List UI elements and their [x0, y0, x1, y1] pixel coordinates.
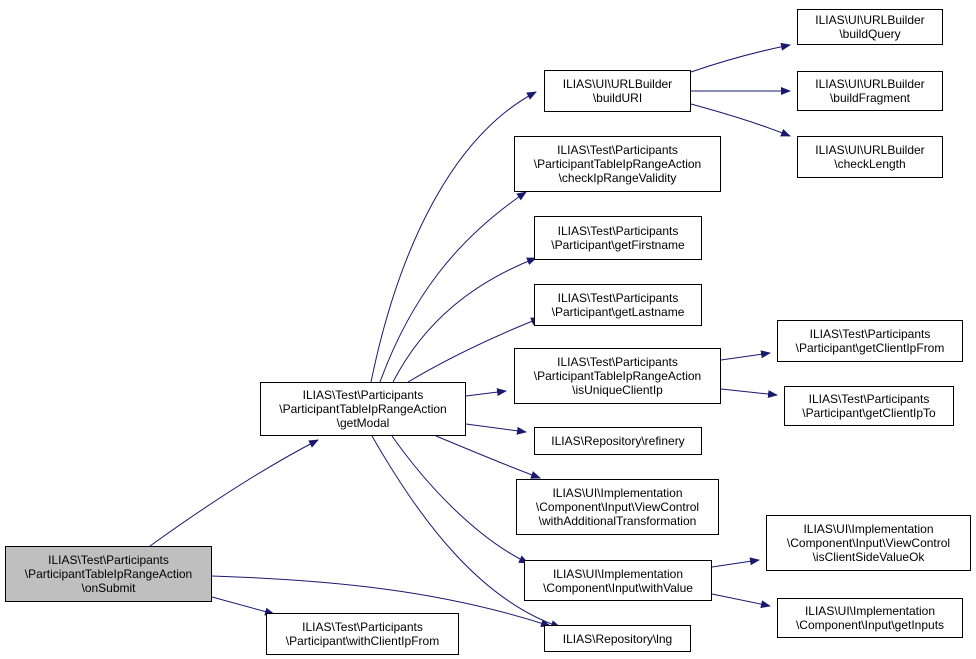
node-label-line: \Participant\getClientIpFrom	[795, 341, 945, 355]
edge-withValue-to-isClientSideValueOk	[711, 557, 760, 568]
node-label-line: ILIAS\Test\Participants	[557, 291, 679, 305]
node-label-line: ILIAS\Repository\refinery	[551, 434, 685, 448]
node-buildURI[interactable]: ILIAS\UI\URLBuilder\buildURI	[544, 70, 691, 112]
node-label-line: \isClientSideValueOk	[812, 550, 925, 564]
edge-getModal-to-checkIpRangeValidity	[379, 191, 527, 383]
node-label-line: ILIAS\Test\Participants	[809, 327, 931, 341]
edge-onSubmit-to-getModal	[149, 439, 319, 547]
node-label-line: \buildQuery	[839, 27, 901, 41]
node-buildFragment[interactable]: ILIAS\UI\URLBuilder\buildFragment	[797, 71, 943, 111]
node-refinery[interactable]: ILIAS\Repository\refinery	[534, 427, 702, 455]
node-label-line: ILIAS\Test\Participants	[557, 143, 678, 157]
edge-buildURI-to-checkLength	[690, 103, 791, 137]
node-label-line: \Component\Input\withValue	[543, 580, 693, 595]
node-label-line: ILIAS\Test\Participants	[808, 392, 930, 406]
node-getClientIpTo[interactable]: ILIAS\Test\Participants\Participant\getC…	[784, 386, 954, 426]
edge-getModal-to-getLastname	[407, 317, 541, 383]
edge-getModal-to-buildURI	[370, 91, 537, 383]
edge-buildURI-to-buildQuery	[690, 42, 791, 73]
node-label-line: ILIAS\Test\Participants	[302, 620, 423, 634]
node-label-line: \buildFragment	[829, 91, 911, 105]
node-label-line: \Participant\getClientIpTo	[802, 406, 936, 420]
node-label-line: \ParticipantTableIpRangeAction	[533, 369, 702, 383]
node-isUniqueClientIp[interactable]: ILIAS\Test\Participants\ParticipantTable…	[514, 348, 721, 404]
node-withClientIpFrom[interactable]: ILIAS\Test\Participants\Participant\with…	[266, 613, 459, 655]
edge-getModal-to-lng	[371, 435, 561, 628]
edge-withValue-to-getInputs	[711, 593, 771, 609]
edge-getModal-to-refinery	[465, 423, 527, 435]
node-label-line: \Component\Input\ViewControl	[786, 536, 951, 550]
node-getClientIpFrom[interactable]: ILIAS\Test\Participants\Participant\getC…	[777, 320, 963, 362]
node-label-line: \ParticipantTableIpRangeAction	[279, 402, 447, 416]
node-label-line: \Component\Input\ViewControl	[535, 500, 700, 514]
node-withValue[interactable]: ILIAS\UI\Implementation\Component\Input\…	[524, 560, 712, 601]
edge-getModal-to-withAdditionalTransformation	[435, 435, 541, 479]
node-label-line: \Participant\getFirstname	[551, 238, 685, 252]
edge-isUniqueClientIp-to-getClientIpTo	[720, 388, 778, 399]
node-label-line: \Participant\getLastname	[551, 305, 685, 319]
node-label-line: \onSubmit	[81, 581, 136, 595]
node-label-line: \ParticipantTableIpRangeAction	[24, 567, 193, 581]
node-label-line: \ParticipantTableIpRangeAction	[533, 157, 702, 171]
node-onSubmit: ILIAS\Test\Participants\ParticipantTable…	[5, 546, 212, 602]
node-getModal[interactable]: ILIAS\Test\Participants\ParticipantTable…	[260, 382, 466, 436]
edge-onSubmit-to-lng	[211, 575, 551, 628]
node-checkIpRangeValidity[interactable]: ILIAS\Test\Participants\ParticipantTable…	[514, 136, 721, 192]
node-getLastname[interactable]: ILIAS\Test\Participants\Participant\getL…	[534, 284, 702, 326]
node-label-line: \isUniqueClientIp	[572, 383, 663, 397]
node-label-line: ILIAS\UI\URLBuilder	[815, 143, 925, 157]
node-label-line: \withAdditionalTransformation	[538, 514, 697, 528]
edge-getModal-to-getFirstname	[392, 257, 537, 383]
node-label-line: \getModal	[336, 416, 390, 430]
node-label-line: ILIAS\UI\URLBuilder	[815, 13, 925, 27]
node-label-line: ILIAS\UI\URLBuilder	[815, 77, 925, 91]
node-label-line: ILIAS\Test\Participants	[48, 553, 169, 567]
node-label-line: ILIAS\Test\Participants	[557, 224, 679, 238]
node-buildQuery[interactable]: ILIAS\UI\URLBuilder\buildQuery	[797, 9, 943, 45]
node-getInputs[interactable]: ILIAS\UI\Implementation\Component\Input\…	[777, 598, 963, 638]
node-label-line: \Component\Input\getInputs	[795, 618, 945, 632]
node-label-line: ILIAS\UI\Implementation	[804, 604, 936, 618]
node-label-line: \buildURI	[592, 91, 643, 105]
node-lng[interactable]: ILIAS\Repository\lng	[544, 625, 691, 652]
edge-getModal-to-isUniqueClientIp	[465, 388, 507, 397]
node-label-line: ILIAS\UI\Implementation	[552, 566, 684, 581]
node-label-line: ILIAS\UI\URLBuilder	[562, 77, 673, 91]
node-label-line: \checkLength	[834, 157, 906, 171]
edge-isUniqueClientIp-to-getClientIpFrom	[720, 350, 771, 361]
node-label-line: ILIAS\UI\Implementation	[552, 486, 683, 500]
node-label-line: ILIAS\Repository\lng	[562, 631, 673, 646]
node-isClientSideValueOk[interactable]: ILIAS\UI\Implementation\Component\Input\…	[766, 515, 971, 571]
node-getFirstname[interactable]: ILIAS\Test\Participants\Participant\getF…	[534, 216, 702, 260]
node-withAdditionalTransformation[interactable]: ILIAS\UI\Implementation\Component\Input\…	[516, 479, 719, 535]
node-label-line: ILIAS\Test\Participants	[557, 355, 678, 369]
node-label-line: \Participant\withClientIpFrom	[285, 634, 440, 648]
edge-getModal-to-withValue	[391, 435, 529, 564]
node-checkLength[interactable]: ILIAS\UI\URLBuilder\checkLength	[797, 136, 943, 178]
node-label-line: ILIAS\UI\Implementation	[803, 522, 934, 536]
edge-onSubmit-to-withClientIpFrom	[211, 596, 275, 616]
node-label-line: ILIAS\Test\Participants	[302, 388, 424, 402]
node-label-line: \checkIpRangeValidity	[558, 171, 677, 185]
